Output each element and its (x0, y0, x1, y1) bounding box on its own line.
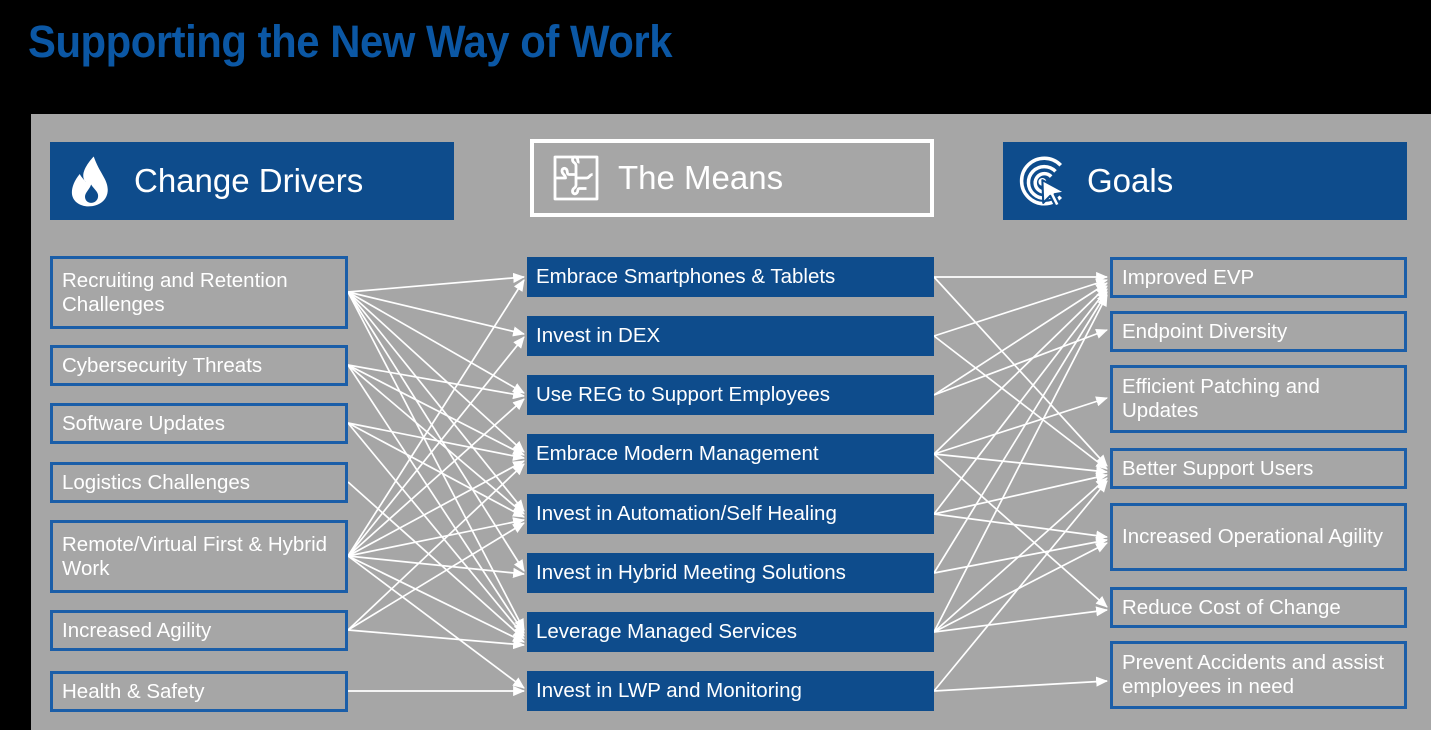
node-label: Cybersecurity Threats (62, 353, 263, 377)
means-node[interactable]: Leverage Managed Services (527, 612, 934, 652)
driver-node[interactable]: Software Updates (50, 403, 348, 444)
column-header-label: Change Drivers (134, 162, 364, 199)
node-label: Embrace Smartphones & Tablets (536, 265, 836, 289)
means-node[interactable]: Invest in Automation/Self Healing (527, 494, 934, 534)
node-label: Leverage Managed Services (536, 620, 797, 644)
node-label: Remote/Virtual First & Hybrid Work (62, 532, 328, 580)
column-header-label: Goals (1087, 162, 1174, 199)
goal-node[interactable]: Efficient Patching and Updates (1110, 365, 1407, 433)
means-node[interactable]: Invest in LWP and Monitoring (527, 671, 934, 711)
goal-node[interactable]: Reduce Cost of Change (1110, 587, 1407, 628)
column-header-change-drivers: Change Drivers (50, 142, 454, 220)
means-node[interactable]: Embrace Modern Management (527, 434, 934, 474)
column-header-goals: Goals (1003, 142, 1407, 220)
means-node[interactable]: Use REG to Support Employees (527, 375, 934, 415)
node-label: Logistics Challenges (62, 470, 251, 494)
goal-node[interactable]: Prevent Accidents and assist employees i… (1110, 641, 1407, 709)
means-node[interactable]: Invest in DEX (527, 316, 934, 356)
node-label: Invest in Automation/Self Healing (536, 502, 837, 526)
node-label: Efficient Patching and Updates (1122, 375, 1320, 422)
driver-node[interactable]: Cybersecurity Threats (50, 345, 348, 386)
column-header-the-means: The Means (530, 139, 934, 217)
node-label: Embrace Modern Management (536, 442, 819, 466)
goal-node[interactable]: Increased Operational Agility (1110, 503, 1407, 571)
page-title: Supporting the New Way of Work (28, 16, 673, 67)
means-node[interactable]: Invest in Hybrid Meeting Solutions (527, 553, 934, 593)
driver-node[interactable]: Logistics Challenges (50, 462, 348, 503)
node-label: Use REG to Support Employees (536, 383, 830, 407)
node-label: Software Updates (62, 411, 225, 435)
driver-node[interactable]: Health & Safety (50, 671, 348, 712)
goal-node[interactable]: Better Support Users (1110, 448, 1407, 489)
driver-node[interactable]: Increased Agility (50, 610, 348, 651)
puzzle-icon (553, 155, 599, 201)
node-label: Better Support Users (1122, 456, 1314, 480)
node-label: Health & Safety (62, 679, 205, 703)
node-label: Prevent Accidents and assist employees i… (1122, 651, 1385, 698)
node-label: Endpoint Diversity (1122, 319, 1288, 343)
node-label: Invest in LWP and Monitoring (536, 679, 802, 703)
goal-node[interactable]: Improved EVP (1110, 257, 1407, 298)
driver-node[interactable]: Recruiting and Retention Challenges (50, 256, 348, 329)
node-label: Reduce Cost of Change (1122, 595, 1341, 619)
node-label: Recruiting and Retention Challenges (62, 268, 288, 316)
column-header-label: The Means (618, 159, 784, 196)
flame-icon (71, 156, 108, 207)
goal-node[interactable]: Endpoint Diversity (1110, 311, 1407, 352)
node-label: Invest in Hybrid Meeting Solutions (536, 561, 846, 585)
node-label: Increased Agility (62, 618, 212, 642)
node-label: Invest in DEX (536, 324, 661, 348)
node-label: Improved EVP (1122, 265, 1255, 289)
target-cursor-icon (1019, 156, 1067, 208)
means-node[interactable]: Embrace Smartphones & Tablets (527, 257, 934, 297)
driver-node[interactable]: Remote/Virtual First & Hybrid Work (50, 520, 348, 593)
node-label: Increased Operational Agility (1122, 525, 1383, 549)
